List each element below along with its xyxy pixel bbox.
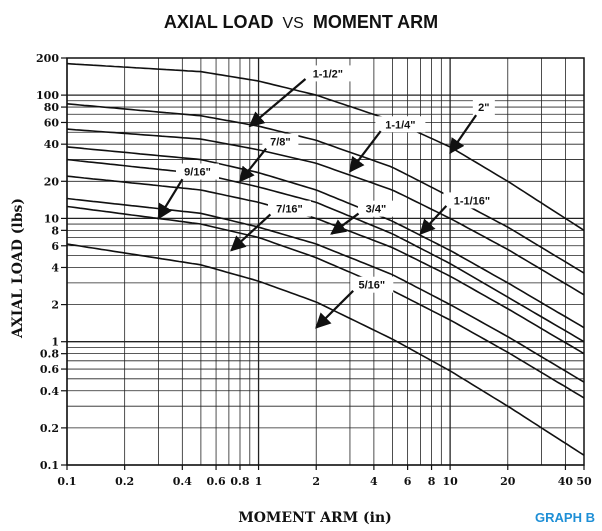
y-tick-label: 40 — [44, 138, 60, 151]
series-line — [66, 243, 585, 456]
y-tick-label: 0.1 — [40, 459, 59, 472]
series-label: 7/8" — [270, 137, 291, 149]
series-label-arrow — [157, 178, 184, 220]
y-tick-label: 0.6 — [40, 363, 59, 376]
x-tick-label: 40 — [558, 475, 574, 488]
series-label-arrow — [230, 213, 272, 252]
x-tick-label: 0.8 — [230, 475, 249, 488]
graph-tag: GRAPH B — [535, 510, 595, 525]
x-tick-label: 2 — [312, 475, 320, 488]
y-tick-label: 20 — [44, 175, 60, 188]
x-tick-label: 6 — [404, 475, 412, 488]
y-tick-label: 200 — [36, 52, 59, 65]
chart-title-part-1: AXIAL LOAD — [164, 12, 274, 32]
y-tick-label: 60 — [44, 116, 60, 129]
series-label-bg — [472, 99, 495, 116]
x-tick-label: 20 — [500, 475, 516, 488]
series-label-arrow — [349, 130, 382, 173]
x-axis-label: MOMENT ARM (in) — [238, 510, 392, 526]
series-label-bg — [375, 116, 426, 133]
y-tick-label: 100 — [36, 89, 59, 102]
y-tick-label: 8 — [51, 224, 59, 237]
x-tick-label: 0.4 — [173, 475, 192, 488]
plot-frame — [66, 57, 585, 466]
x-tick-label: 1 — [255, 475, 263, 488]
x-tick-label: 4 — [370, 475, 378, 488]
series-label-arrow — [239, 147, 267, 183]
series-label: 5/16" — [358, 280, 385, 292]
chart-title-vs: VS — [283, 15, 304, 32]
plot-border — [66, 57, 585, 466]
y-tick-label: 1 — [51, 336, 59, 349]
series-label-arrow — [419, 205, 448, 235]
series-label-bg — [350, 276, 394, 293]
series-label-arrow — [315, 290, 354, 329]
series-lines — [66, 62, 585, 456]
series-label: 1-1/2" — [313, 68, 343, 80]
x-tick-label: 0.6 — [206, 475, 225, 488]
y-tick-label: 80 — [44, 101, 60, 114]
series-label-bg — [302, 65, 353, 82]
series-label-bg — [262, 133, 299, 150]
y-tick-label: 0.2 — [40, 422, 59, 435]
y-tick-label: 0.4 — [40, 385, 59, 398]
series-line — [66, 128, 585, 296]
chart-title: AXIAL LOAD VS MOMENT ARM — [164, 12, 438, 32]
series-label-bg — [443, 192, 501, 209]
series-label-arrow — [449, 114, 478, 155]
series-label: 1-1/16" — [454, 195, 490, 207]
series-label-bg — [267, 200, 311, 217]
x-tick-label: 10 — [442, 475, 458, 488]
y-axis-label: AXIAL LOAD (lbs) — [10, 198, 26, 339]
series-line — [66, 146, 585, 329]
series-label-bg — [357, 200, 394, 217]
x-tick-label: 0.1 — [57, 475, 76, 488]
series-label-arrow — [330, 212, 360, 235]
series-label: 1-1/4" — [385, 119, 415, 131]
series-labels: 2" 1-1/2" 1-1/4" 7/8" 9/16" 1-1/16" 3/4" 7/16" 5… — [157, 65, 501, 329]
series-label: 2" — [478, 102, 489, 114]
y-tick-label: 10 — [44, 212, 60, 225]
series-label: 7/16" — [276, 204, 303, 216]
x-tick-label: 8 — [428, 475, 436, 488]
series-label-bg — [175, 163, 219, 180]
series-line — [66, 103, 585, 274]
series-line — [66, 175, 585, 355]
series-label: 9/16" — [184, 167, 211, 179]
x-tick-label: 0.2 — [115, 475, 134, 488]
series-label: 3/4" — [366, 204, 387, 216]
y-tick-label: 0.8 — [40, 348, 59, 361]
series-line — [66, 158, 585, 343]
chart-title-part-2: MOMENT ARM — [313, 12, 438, 32]
y-tick-label: 4 — [51, 261, 59, 274]
series-label-arrow — [248, 78, 307, 128]
y-tick-label: 6 — [51, 240, 59, 253]
series-line — [66, 62, 585, 232]
x-tick-label: 50 — [576, 475, 592, 488]
y-tick-label: 2 — [51, 299, 59, 312]
series-line — [66, 205, 585, 399]
series-line — [66, 197, 585, 383]
